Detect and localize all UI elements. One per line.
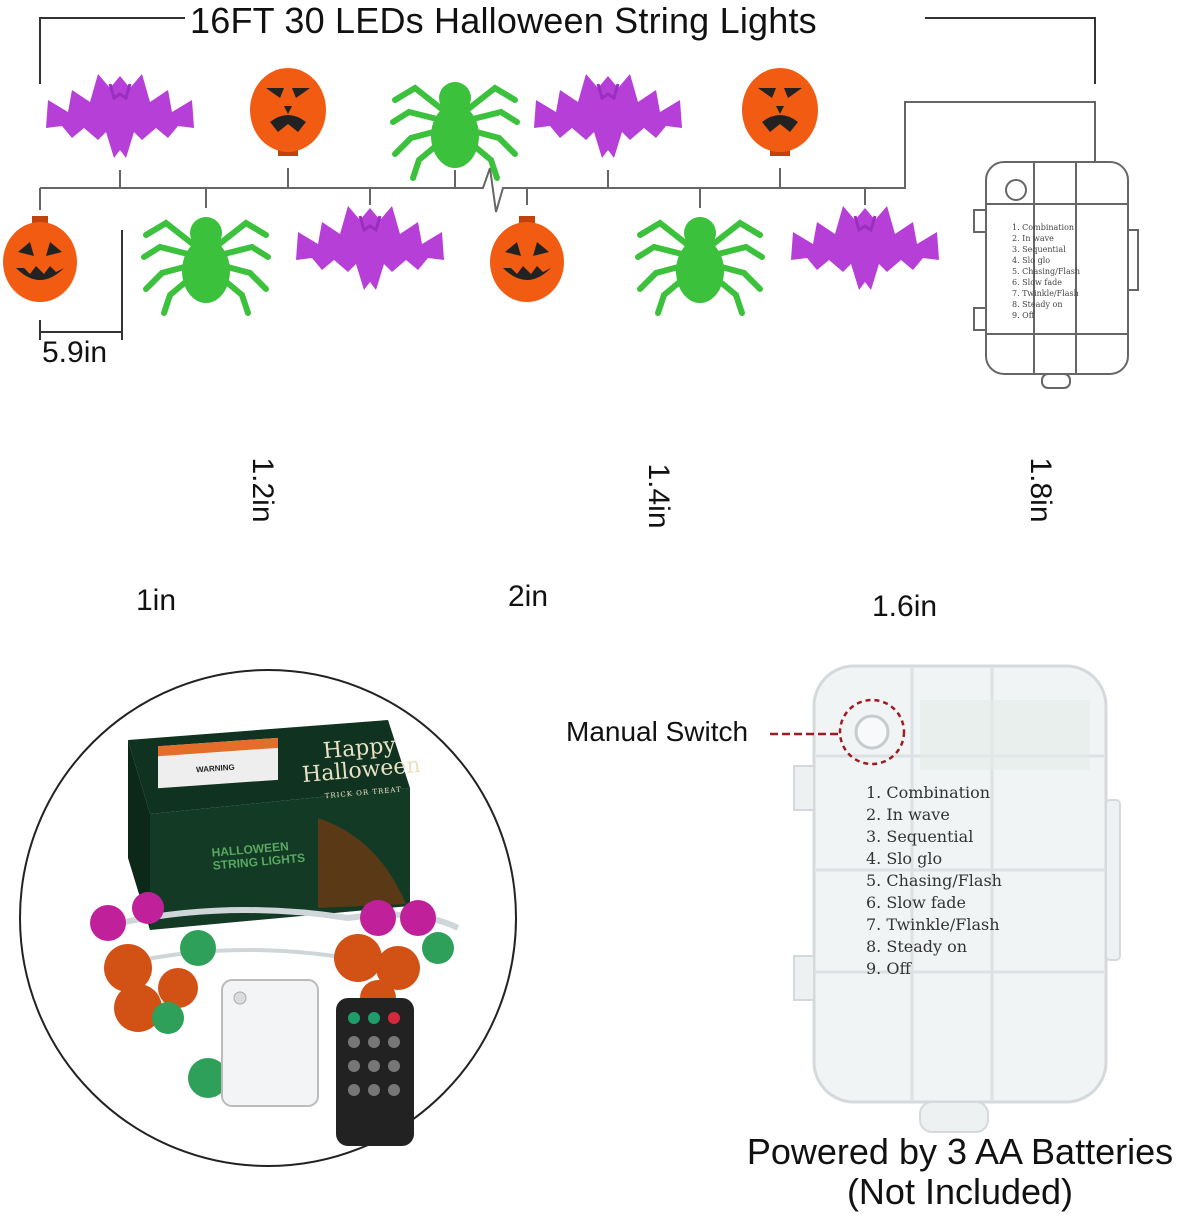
mode-item: 1. Combination <box>1012 223 1075 232</box>
bat-height-label: 1.4in <box>642 463 675 529</box>
mode-item: 2. In wave <box>1012 234 1054 243</box>
mode-item: 4. Slo glo <box>1012 256 1051 265</box>
power-line1: Powered by 3 AA Batteries <box>746 1131 1174 1172</box>
mode-item: 7. Twinkle/Flash <box>1012 289 1079 298</box>
pumpkin-width-label: 1in <box>136 584 177 617</box>
pumpkin-light <box>742 68 818 156</box>
mode-item: 9. Off <box>866 959 911 978</box>
mode-item: 8. Steady on <box>1012 300 1063 309</box>
spider-width-label: 1.6in <box>872 590 938 623</box>
switch-highlight-circle <box>838 698 906 766</box>
pumpkin-light <box>250 68 326 156</box>
battery-box-large <box>793 664 1121 1133</box>
mode-item: 6. Slow fade <box>1012 278 1063 287</box>
pumpkin-light <box>490 216 564 302</box>
mode-item: 9. Off <box>1012 311 1035 320</box>
power-info: Powered by 3 AA Batteries (Not Included) <box>700 1132 1200 1212</box>
mode-item: 1. Combination <box>866 783 991 802</box>
bat-light <box>532 72 684 160</box>
mode-list-large: 1. Combination 2. In wave 3. Sequential 4. … <box>866 782 1002 980</box>
box-brand: Happy Halloween TRICK OR TREAT <box>299 733 423 809</box>
mode-item: 6. Slow fade <box>866 893 967 912</box>
mode-item: 7. Twinkle/Flash <box>866 915 1000 934</box>
light-pile <box>90 892 460 1098</box>
manual-switch-label: Manual Switch <box>566 716 749 747</box>
drop-wires <box>39 168 866 210</box>
title-bracket <box>39 17 1096 84</box>
mode-item: 4. Slo glo <box>866 849 943 868</box>
string-lights-diagram <box>3 17 1139 389</box>
gift-box <box>128 720 410 930</box>
spider-light <box>638 217 762 313</box>
bat-light <box>44 72 196 160</box>
battery-box-small <box>973 161 1139 389</box>
spacing-dimension <box>39 230 123 340</box>
mode-item: 5. Chasing/Flash <box>1012 267 1080 276</box>
bat-width-label: 2in <box>508 580 549 613</box>
mode-item: 5. Chasing/Flash <box>866 871 1002 890</box>
switch-pointer <box>770 732 840 736</box>
pumpkin-light <box>3 216 77 302</box>
spider-light <box>393 82 517 178</box>
mode-item: 2. In wave <box>866 805 950 824</box>
product-title: 16FT 30 LEDs Halloween String Lights <box>190 0 817 41</box>
spider-height-label: 1.8in <box>1024 457 1057 523</box>
mode-list-small-container: 1. Combination 2. In wave 3. Sequential 4. … <box>1012 222 1080 321</box>
package-photo <box>19 669 517 1167</box>
mode-list-large-container: 1. Combination 2. In wave 3. Sequential 4. … <box>866 782 1002 980</box>
spider-light <box>144 217 268 313</box>
pumpkin-height-label: 1.2in <box>246 457 279 523</box>
light-wire <box>40 101 1096 213</box>
mode-item: 3. Sequential <box>1012 245 1066 254</box>
remote-photo <box>336 998 414 1146</box>
spacing-label: 5.9in <box>42 336 108 369</box>
power-line2: (Not Included) <box>846 1171 1074 1212</box>
mode-list-small: 1. Combination 2. In wave 3. Sequential 4. … <box>1012 222 1080 321</box>
mode-item: 8. Steady on <box>866 937 968 956</box>
bat-light <box>294 204 446 292</box>
mode-item: 3. Sequential <box>866 827 974 846</box>
battery-pack-photo <box>221 979 319 1107</box>
bat-light <box>789 204 941 292</box>
